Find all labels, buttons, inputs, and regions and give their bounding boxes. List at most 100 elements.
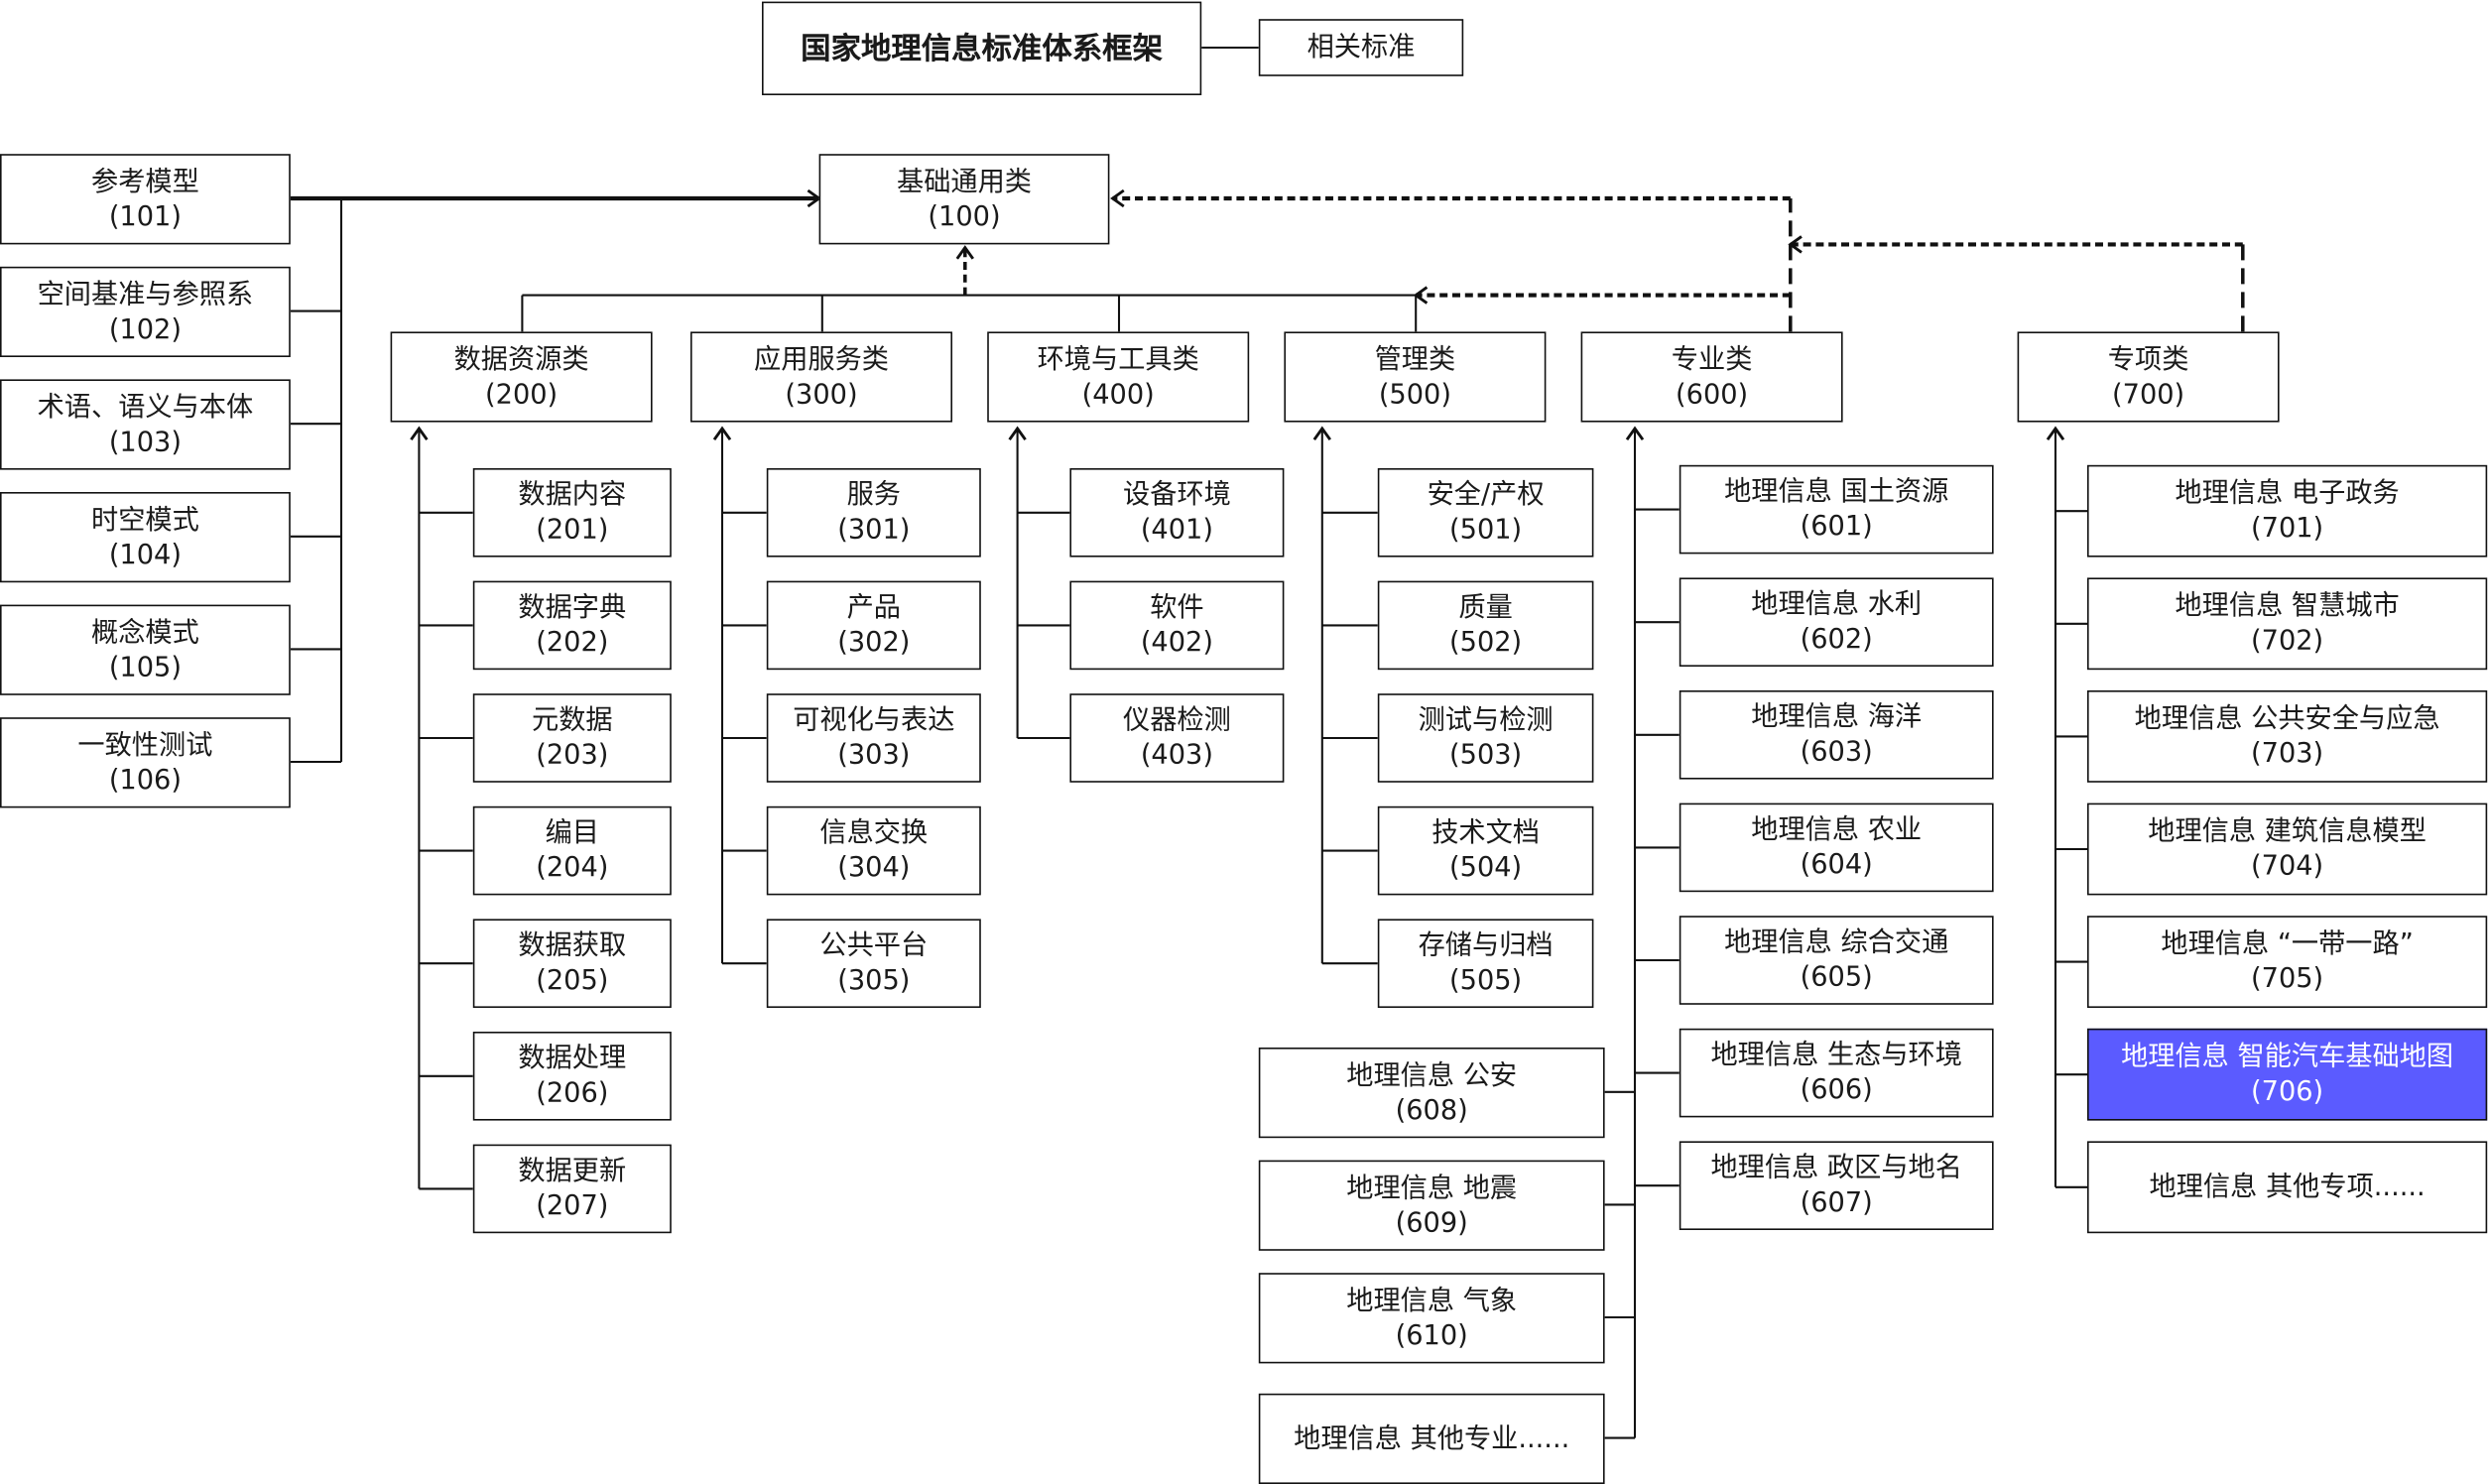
standard-7xx-other: 地理信息 其他专项...... xyxy=(2087,1141,2488,1234)
box-code: (703) xyxy=(2251,738,2324,770)
box-code: (600) xyxy=(1676,378,1749,411)
box-code: (503) xyxy=(1449,739,1523,772)
box-label: 元数据 xyxy=(532,704,613,737)
standard-402: 软件(402) xyxy=(1069,580,1285,671)
standard-207: 数据更新(207) xyxy=(472,1144,672,1234)
box-code: (500) xyxy=(1378,378,1451,411)
box-code: (701) xyxy=(2251,512,2324,545)
arrow-head-icon xyxy=(1413,286,1429,305)
box-label: 管理类 xyxy=(1374,343,1456,376)
box-label: 地理信息 智慧城市 xyxy=(2175,590,2400,623)
category-600: 专业类(600) xyxy=(1580,331,1843,423)
arrow-head-icon xyxy=(807,188,822,208)
box-code: (705) xyxy=(2251,963,2324,996)
standard-601: 地理信息 国土资源(601) xyxy=(1679,464,1994,555)
box-label: 地理信息 地震 xyxy=(1346,1172,1518,1204)
left-item-102: 空间基准与参照系(102) xyxy=(0,266,291,357)
box-code: (700) xyxy=(2112,378,2185,411)
box-code: (402) xyxy=(1140,627,1213,659)
standard-706: 地理信息 智能汽车基础地图(706) xyxy=(2087,1028,2488,1121)
box-code: (706) xyxy=(2251,1075,2324,1108)
standard-202: 数据字典(202) xyxy=(472,580,672,671)
box-code: (607) xyxy=(1800,1186,1873,1219)
box-label: 地理信息 电子政务 xyxy=(2175,477,2400,510)
standard-304: 信息交换(304) xyxy=(766,805,981,896)
box-code: (301) xyxy=(837,514,911,547)
box-code: (202) xyxy=(536,627,609,659)
box-code: (502) xyxy=(1449,627,1523,659)
standard-505: 存储与归档(505) xyxy=(1377,919,1594,1008)
box-label: 地理信息 水利 xyxy=(1751,588,1923,621)
box-code: (100) xyxy=(928,200,1001,233)
box-code: (609) xyxy=(1395,1206,1468,1239)
box-code: (401) xyxy=(1140,514,1213,547)
box-label: 数据资源类 xyxy=(453,343,589,376)
arrow-head-icon xyxy=(955,245,974,260)
box-code: (604) xyxy=(1800,849,1873,881)
standard-701: 地理信息 电子政务(701) xyxy=(2087,464,2488,557)
box-label: 地理信息 智能汽车基础地图 xyxy=(2121,1041,2454,1073)
category-500: 管理类(500) xyxy=(1284,331,1547,423)
arrow-head-icon xyxy=(712,426,732,441)
box-code: (605) xyxy=(1800,961,1873,994)
box-code: (102) xyxy=(108,313,182,345)
box-label: 存储与归档 xyxy=(1418,929,1554,962)
standard-606: 地理信息 生态与环境(606) xyxy=(1679,1028,1994,1118)
standard-206: 数据处理(206) xyxy=(472,1032,672,1121)
box-label: 地理信息 “一带一路” xyxy=(2161,928,2414,960)
arrow-head-icon xyxy=(1625,426,1645,441)
left-item-103: 术语、语义与本体(103) xyxy=(0,379,291,470)
standard-702: 地理信息 智慧城市(702) xyxy=(2087,577,2488,671)
box-code: (702) xyxy=(2251,625,2324,658)
box-code: (103) xyxy=(108,426,182,458)
box-code: (304) xyxy=(837,852,911,885)
base-category-box: 基础通用类 (100) xyxy=(818,154,1110,245)
box-label: 软件 xyxy=(1150,591,1204,624)
box-label: 数据内容 xyxy=(518,479,627,512)
left-item-104: 时空模式(104) xyxy=(0,492,291,583)
box-label: 概念模式 xyxy=(91,616,199,649)
box-label: 地理信息 公共安全与应急 xyxy=(2134,702,2440,735)
box-label: 地理信息 农业 xyxy=(1751,813,1923,846)
box-label: 应用服务类 xyxy=(754,343,889,376)
box-label: 数据更新 xyxy=(518,1155,627,1187)
box-label: 仪器检测 xyxy=(1123,704,1231,737)
box-label: 数据字典 xyxy=(518,591,627,624)
box-code: (302) xyxy=(837,627,911,659)
box-code: (201) xyxy=(536,514,609,547)
box-label: 信息交换 xyxy=(819,817,929,849)
category-400: 环境与工具类(400) xyxy=(987,331,1250,423)
box-label: 地理信息 建筑信息模型 xyxy=(2148,815,2427,848)
arrow-head-icon xyxy=(1312,426,1331,441)
box-code: (606) xyxy=(1800,1074,1873,1107)
box-label: 数据处理 xyxy=(518,1043,627,1075)
box-code: (505) xyxy=(1449,964,1523,997)
standard-705: 地理信息 “一带一路”(705) xyxy=(2087,916,2488,1008)
standard-205: 数据获取(205) xyxy=(472,919,672,1008)
category-200: 数据资源类(200) xyxy=(390,331,653,423)
arrow-head-icon xyxy=(1110,188,1125,208)
box-code: (501) xyxy=(1449,514,1523,547)
standard-607: 地理信息 政区与地名(607) xyxy=(1679,1141,1994,1230)
box-code: (104) xyxy=(108,539,182,571)
standard-602: 地理信息 水利(602) xyxy=(1679,577,1994,667)
standard-203: 元数据(203) xyxy=(472,693,672,783)
box-label: 基础通用类 xyxy=(897,166,1032,198)
box-label: 地理信息 生态与环境 xyxy=(1710,1040,1962,1071)
box-label: 编目 xyxy=(545,817,599,849)
box-code: (206) xyxy=(536,1077,609,1110)
standard-504: 技术文档(504) xyxy=(1377,805,1594,896)
box-label: 测试与检测 xyxy=(1418,704,1554,737)
related-standards-box: 相关标准 xyxy=(1258,19,1464,76)
box-label: 产品 xyxy=(846,591,901,624)
arrow-head-icon xyxy=(1788,235,1803,254)
box-label: 设备环境 xyxy=(1123,479,1231,512)
box-code: (200) xyxy=(485,378,559,411)
box-code: (203) xyxy=(536,739,609,772)
standard-609: 地理信息 地震(609) xyxy=(1258,1160,1605,1251)
category-700: 专项类(700) xyxy=(2017,331,2280,423)
box-label: 空间基准与参照系 xyxy=(37,278,254,310)
standard-502: 质量(502) xyxy=(1377,580,1594,671)
box-label: 地理信息 其他专业...... xyxy=(1294,1422,1570,1455)
